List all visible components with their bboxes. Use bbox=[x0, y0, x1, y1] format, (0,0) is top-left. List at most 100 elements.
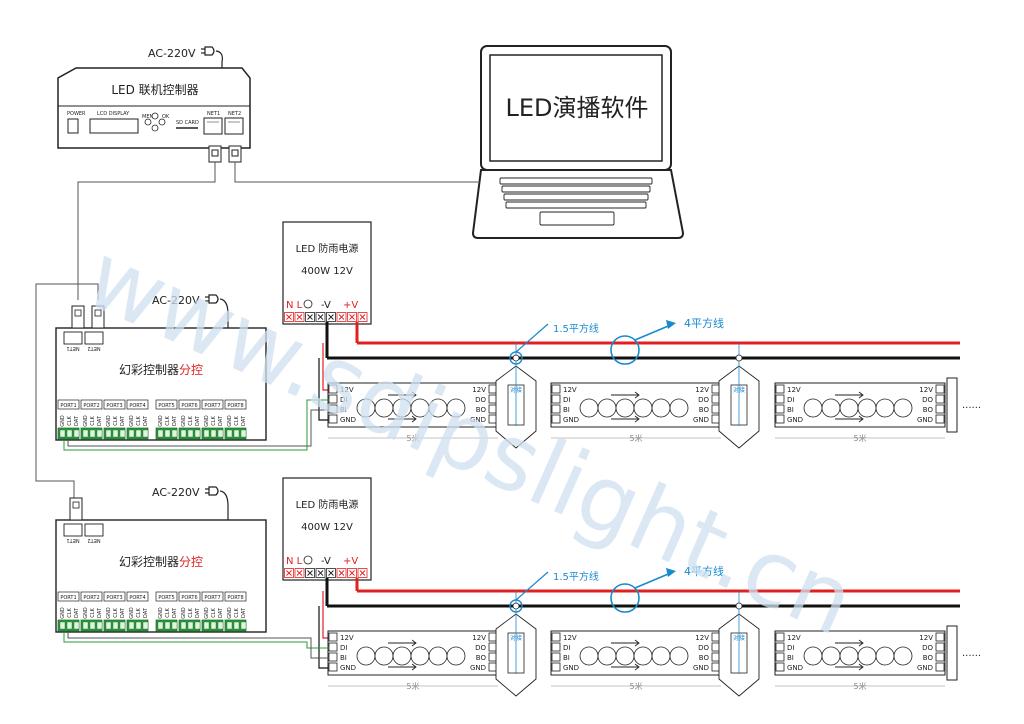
psu-terminal-neg: -V bbox=[321, 300, 331, 311]
pin-label: DAT bbox=[195, 607, 201, 618]
pin-label: DAT bbox=[218, 607, 224, 618]
pin-label: CLK bbox=[67, 416, 73, 426]
pin-label: GND bbox=[158, 415, 164, 427]
strip-pin-out: DO bbox=[698, 644, 709, 652]
port-label: PORT8 bbox=[227, 403, 243, 409]
port-label: PORT7 bbox=[204, 403, 220, 409]
pin-label: GND bbox=[129, 415, 135, 427]
strip-pin-in: GND bbox=[563, 664, 579, 672]
strip-pin-in: DI bbox=[787, 396, 794, 404]
sub-controller-title: 幻彩控制器 bbox=[119, 363, 179, 377]
strip-pin-in: DI bbox=[787, 644, 794, 652]
net1-label: NET1 bbox=[207, 111, 220, 117]
laptop: LED演播软件 bbox=[471, 45, 685, 239]
strip-pin-in: BI bbox=[563, 654, 570, 662]
ok-label: OK bbox=[162, 114, 170, 120]
svg-text:幻彩控制器分控: 幻彩控制器分控 bbox=[119, 555, 203, 569]
strip-pin-out: 12V bbox=[919, 634, 933, 642]
sub-ac-label: AC-220V bbox=[152, 486, 200, 499]
pin-label: GND bbox=[204, 607, 210, 619]
strip-pin-in: BI bbox=[340, 654, 347, 662]
pin-label: DAT bbox=[143, 415, 149, 426]
strip-pin-out: GND bbox=[693, 664, 709, 672]
net2-label: NET2 bbox=[228, 111, 241, 117]
strip-pin-in: 12V bbox=[787, 634, 801, 642]
strip-pin-in: BI bbox=[563, 406, 570, 414]
port-label: PORT6 bbox=[181, 403, 197, 409]
psu-terminal-neg: -V bbox=[321, 556, 331, 567]
net-label: NET1 bbox=[66, 345, 79, 351]
strip-length: 5米 bbox=[853, 433, 866, 443]
pin-label: CLK bbox=[234, 608, 240, 618]
strip-pin-out: DO bbox=[698, 396, 709, 404]
thin-wire-label: 1.5平方线 bbox=[553, 322, 599, 335]
strip-pin-out: DO bbox=[922, 396, 933, 404]
psu-title: LED 防雨电源 bbox=[296, 242, 359, 255]
pin-label: CLK bbox=[211, 416, 217, 426]
strip-pin-out: 12V bbox=[695, 634, 709, 642]
pin-label: GND bbox=[60, 607, 66, 619]
strip-pin-in: GND bbox=[340, 416, 356, 424]
port-label: PORT8 bbox=[227, 595, 243, 601]
strip-pin-out: GND bbox=[917, 664, 933, 672]
strip-pin-out: GND bbox=[917, 416, 933, 424]
pin-label: CLK bbox=[234, 416, 240, 426]
pin-label: CLK bbox=[67, 608, 73, 618]
pin-label: CLK bbox=[165, 416, 171, 426]
strip-pin-out: DO bbox=[922, 644, 933, 652]
strip-pin-in: DI bbox=[340, 644, 347, 652]
strip-pin-in: 12V bbox=[563, 634, 577, 642]
strip-length: 5米 bbox=[853, 681, 866, 691]
strip-pin-out: BO bbox=[476, 406, 487, 414]
net-label: NET1 bbox=[66, 537, 79, 543]
port-label: PORT1 bbox=[60, 403, 76, 409]
strip-pin-out: GND bbox=[470, 416, 486, 424]
pin-label: GND bbox=[129, 607, 135, 619]
pin-label: GND bbox=[83, 607, 89, 619]
pin-label: CLK bbox=[188, 608, 194, 618]
strip-length: 5米 bbox=[629, 681, 642, 691]
strip-pin-in: DI bbox=[340, 396, 347, 404]
strip-pin-out: BO bbox=[699, 654, 710, 662]
psu-terminal-nl: N L bbox=[286, 300, 303, 311]
strip-pin-in: GND bbox=[787, 416, 803, 424]
strip-pin-in: BI bbox=[340, 406, 347, 414]
port-label: PORT7 bbox=[204, 595, 220, 601]
strip-pin-out: DO bbox=[475, 396, 486, 404]
port-label: PORT5 bbox=[158, 403, 174, 409]
pin-label: DAT bbox=[74, 415, 80, 426]
thick-wire-label: 4平方线 bbox=[684, 316, 724, 330]
port-label: PORT2 bbox=[83, 595, 99, 601]
strip-length: 5米 bbox=[629, 433, 642, 443]
port-label: PORT1 bbox=[60, 595, 76, 601]
plug-icon bbox=[205, 294, 229, 328]
pin-label: GND bbox=[227, 415, 233, 427]
psu-title: LED 防雨电源 bbox=[296, 498, 359, 511]
pin-label: GND bbox=[227, 607, 233, 619]
strip-pin-in: DI bbox=[563, 644, 570, 652]
plug-icon bbox=[205, 486, 229, 520]
psu-terminal-pos: +V bbox=[343, 300, 358, 311]
strip-pin-in: BI bbox=[787, 406, 794, 414]
port-label: PORT4 bbox=[129, 403, 145, 409]
psu-terminal-pos: +V bbox=[343, 556, 358, 567]
strip-pin-in: 12V bbox=[563, 386, 577, 394]
net-label: NET2 bbox=[87, 345, 100, 351]
pin-label: GND bbox=[181, 415, 187, 427]
strip-pin-out: BO bbox=[923, 406, 934, 414]
thick-wire-label: 4平方线 bbox=[684, 564, 724, 578]
lcd-label: LCD DISPLAY bbox=[97, 111, 130, 117]
pin-label: CLK bbox=[211, 608, 217, 618]
strip-pin-out: BO bbox=[923, 654, 934, 662]
strip-pin-in: GND bbox=[563, 416, 579, 424]
pin-label: GND bbox=[106, 607, 112, 619]
pin-label: DAT bbox=[97, 415, 103, 426]
plug-icon bbox=[201, 46, 223, 68]
thin-wire-label: 1.5平方线 bbox=[553, 570, 599, 583]
psu-terminal-nl: N L bbox=[286, 556, 303, 567]
strip-pin-out: BO bbox=[699, 406, 710, 414]
